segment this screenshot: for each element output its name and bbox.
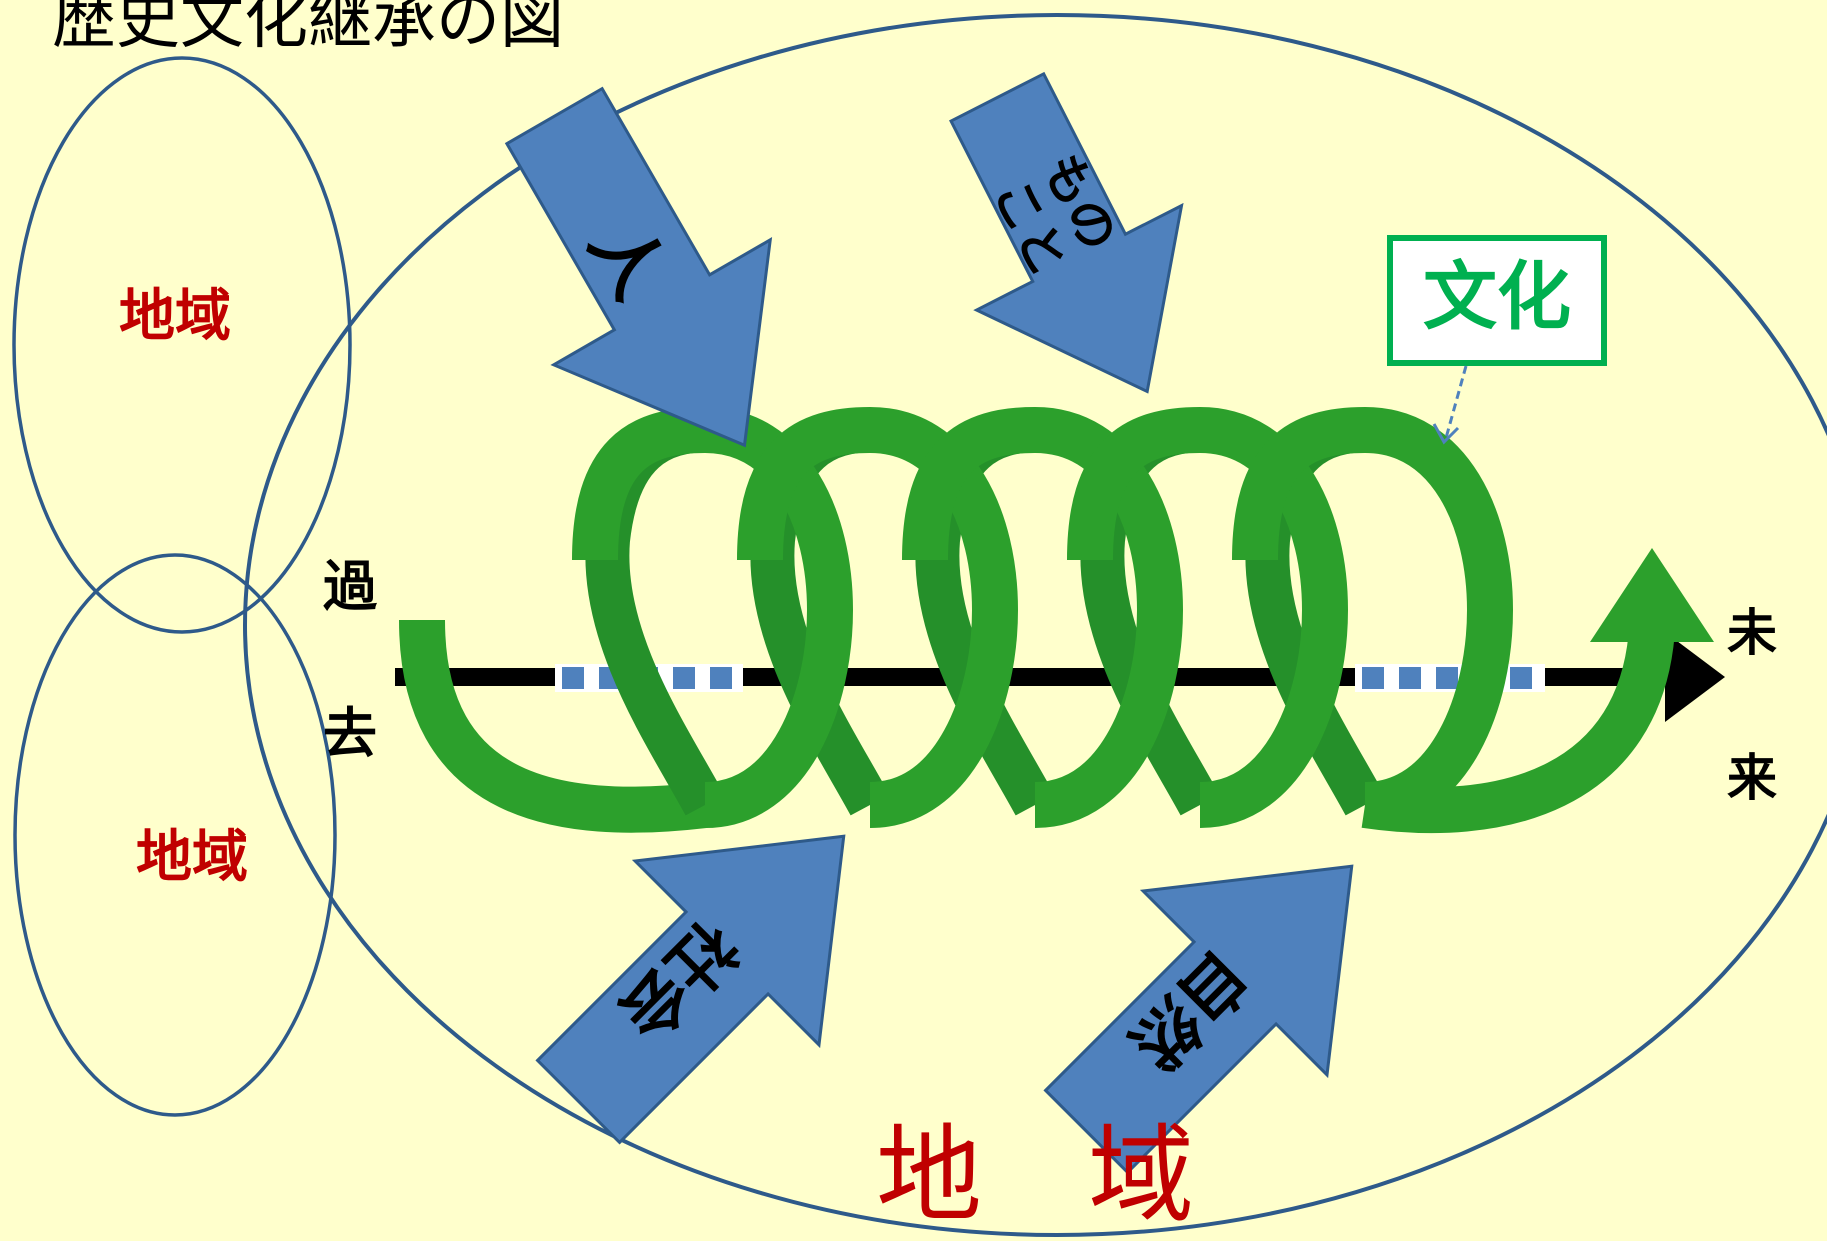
diagram-title: 歴史文化継承の図 [52,0,564,58]
spiral-arrowhead [1590,548,1714,642]
past-label-1: 過 [323,555,378,618]
arrow-mono-koto: もの こと [949,71,1184,394]
left-top-region-ellipse [12,56,352,634]
main-region-ellipse [243,13,1827,1237]
culture-callout: 文化 [1387,235,1607,445]
left-top-region-label: 地域 [119,284,231,349]
culture-connector-arrow [1432,423,1460,445]
culture-label: 文化 [1423,254,1571,340]
culture-connector [1444,365,1468,439]
left-bottom-region-ellipse [13,553,337,1117]
culture-label-box [1387,235,1607,366]
main-region-label: 地 域 [876,1114,1194,1237]
timeline [395,632,1725,722]
future-label-2: 来 [1727,749,1777,807]
future-label-1: 未 [1727,604,1777,662]
left-bottom-region-label: 地域 [136,825,248,890]
timeline-arrowhead [1665,632,1725,722]
past-label-2: 去 [323,702,377,765]
culture-spiral [399,406,1675,834]
